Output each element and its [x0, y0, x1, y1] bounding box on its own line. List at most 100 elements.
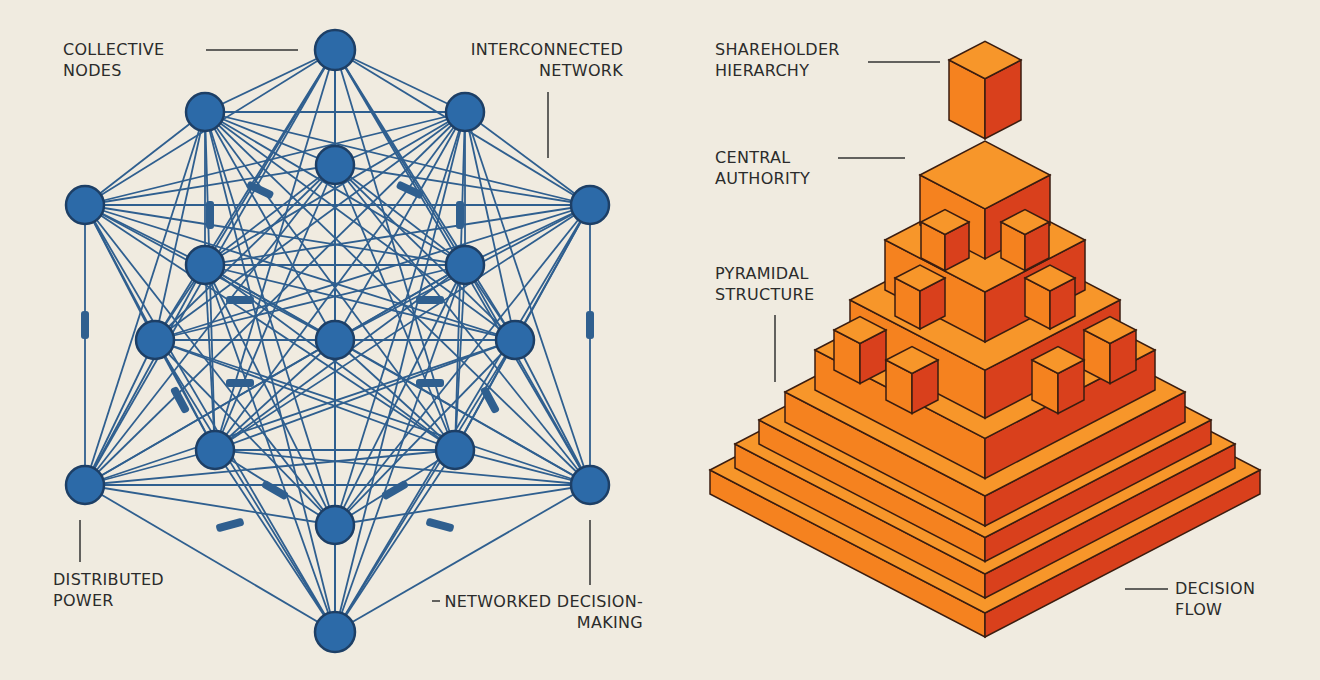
link-bar [81, 311, 89, 339]
network-link [205, 112, 590, 205]
network-link [335, 340, 590, 485]
callout-label: DECISION FLOW [1172, 577, 1288, 621]
network-node [446, 246, 484, 284]
network-link [465, 112, 590, 205]
small-cube [886, 346, 938, 413]
network-node [315, 612, 355, 652]
network-link [335, 340, 515, 525]
network-link [85, 340, 155, 485]
network-node [315, 30, 355, 70]
link-bar [246, 180, 275, 199]
top-cube [949, 41, 1021, 138]
face-top [1084, 316, 1136, 343]
network-node [316, 506, 354, 544]
pyramid [710, 41, 1260, 637]
small-cube [895, 265, 945, 329]
link-bar [456, 201, 464, 229]
network-node [66, 466, 104, 504]
network-link [85, 340, 335, 485]
link-bar [480, 386, 500, 414]
network-link [85, 265, 205, 485]
face-top [949, 41, 1021, 78]
network-node [436, 431, 474, 469]
link-bar [586, 311, 594, 339]
face-top [921, 210, 969, 235]
network-node [316, 321, 354, 359]
network-link [334, 165, 336, 632]
network-link [335, 165, 590, 205]
leader-line [205, 49, 298, 51]
network-node [136, 321, 174, 359]
network-link [215, 340, 335, 450]
face-top [834, 316, 886, 343]
callout-label: COLLECTIVE NODES [60, 38, 206, 82]
face-top [886, 346, 938, 373]
leader-line [1125, 588, 1168, 590]
network-link [335, 50, 515, 340]
network-link [335, 165, 590, 485]
callout-label: CENTRAL AUTHORITY [712, 146, 838, 190]
network-link [85, 112, 205, 485]
callout-label: NETWORKED DECISION-MAKING [440, 590, 646, 634]
face-top [1001, 210, 1049, 235]
callout-label: SHAREHOLDER HIERARCHY [712, 38, 868, 82]
small-cube [1025, 265, 1075, 329]
network-link [85, 485, 335, 525]
network-link [155, 50, 335, 340]
small-cube [1032, 346, 1084, 413]
network-link [215, 449, 455, 451]
callout-label: DISTRIBUTED POWER [50, 568, 206, 612]
network-link [465, 112, 590, 485]
network-node [571, 186, 609, 224]
network-link [85, 204, 590, 206]
link-bar [170, 386, 190, 414]
link-bar [381, 480, 409, 501]
network-node [496, 321, 534, 359]
link-bar [261, 480, 289, 501]
leader-line [830, 157, 905, 159]
network-node [571, 466, 609, 504]
network-node [186, 246, 224, 284]
network-link [335, 339, 515, 341]
link-bar [396, 180, 425, 199]
link-bar [226, 379, 254, 387]
leader-line [547, 92, 549, 158]
network-link [335, 205, 590, 632]
network-link [155, 340, 335, 525]
network-link [335, 340, 515, 632]
network-link [205, 165, 335, 265]
network-link [84, 205, 86, 485]
network-link [155, 205, 590, 340]
network-link [85, 112, 465, 485]
link-bar [416, 296, 444, 304]
network-link [465, 265, 590, 485]
small-cube [834, 316, 886, 383]
face-top [920, 141, 1050, 209]
network-link [205, 264, 465, 266]
callout-label: INTERCONNECTED NETWORK [420, 38, 626, 82]
network-link [155, 112, 205, 340]
face-top [895, 265, 945, 291]
small-cube [921, 210, 969, 271]
network-link [335, 340, 455, 450]
network-link [455, 205, 590, 450]
small-cube [1001, 210, 1049, 271]
network-node [186, 93, 224, 131]
callout-label: PYRAMIDAL STRUCTURE [712, 262, 848, 306]
network-link [465, 112, 515, 340]
network-link [335, 450, 455, 525]
network-link [215, 450, 335, 632]
small-cube [1084, 316, 1136, 383]
network-graph [66, 30, 609, 652]
network-link [85, 165, 335, 205]
network-link [155, 339, 335, 341]
network-link [335, 165, 455, 450]
network-node [66, 186, 104, 224]
face-top [1025, 265, 1075, 291]
network-link [589, 205, 591, 485]
link-bar [416, 379, 444, 387]
network-link [155, 340, 590, 485]
network-link [215, 265, 465, 450]
leader-lines [80, 50, 1168, 601]
